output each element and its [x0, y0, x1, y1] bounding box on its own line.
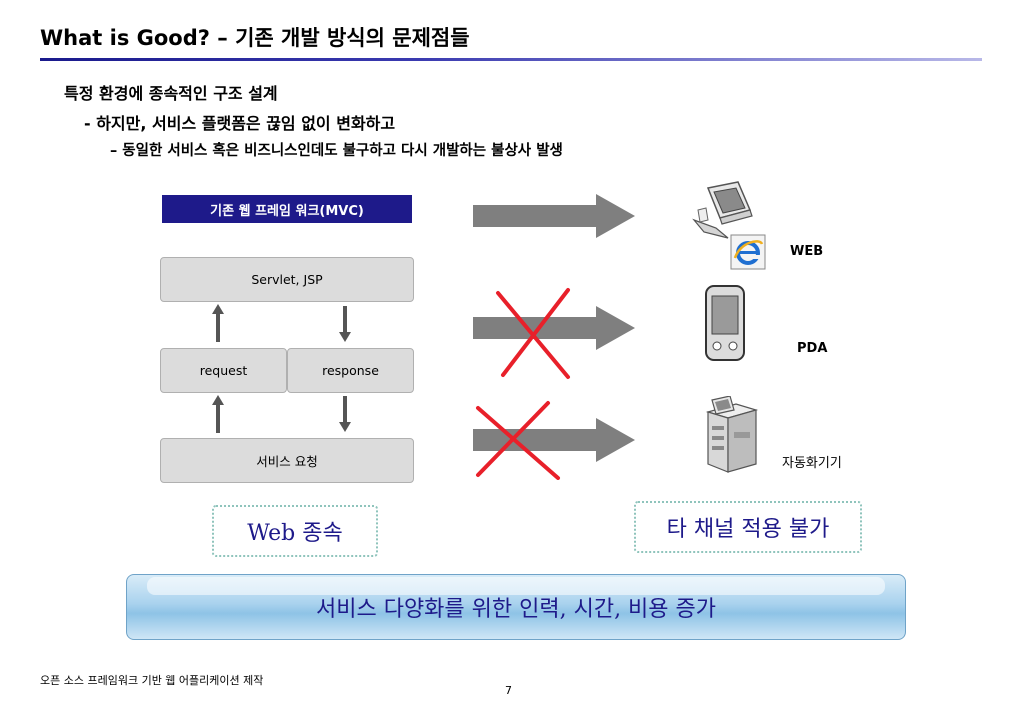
other-channel-not-applicable-label: 타 채널 적용 불가 [634, 501, 862, 553]
web-label: WEB [790, 244, 824, 259]
footer-text: 오픈 소스 프레임워크 기반 웹 어플리케이션 제작 [40, 674, 264, 687]
cost-increase-banner: 서비스 다양화를 위한 인력, 시간, 비용 증가 [126, 574, 906, 640]
web-dependency-label: Web 종속 [212, 505, 378, 557]
service-request-box: 서비스 요청 [160, 438, 414, 483]
red-x-icon [476, 401, 560, 480]
channel-arrows [473, 194, 635, 480]
down-arrow-icon [339, 306, 351, 342]
request-box: request [160, 348, 287, 393]
red-x-icon [496, 288, 570, 379]
pda-icon [705, 285, 745, 361]
bullet-level-1: 특정 환경에 종속적인 구조 설계 [64, 84, 278, 103]
flow-arrows [212, 304, 351, 433]
mvc-header-box: 기존 웹 프레임 워크(MVC) [162, 195, 412, 223]
up-arrow-icon [212, 395, 224, 433]
title-underline [40, 58, 982, 61]
desktop-computer-icon [692, 181, 753, 239]
right-arrow-icon [473, 306, 635, 350]
pda-label: PDA [797, 341, 828, 356]
right-arrow-icon [473, 418, 635, 462]
page-number: 7 [505, 684, 512, 697]
internet-explorer-icon [730, 234, 766, 270]
up-arrow-icon [212, 304, 224, 342]
servlet-jsp-box: Servlet, JSP [160, 257, 414, 302]
atm-label: 자동화기기 [782, 456, 842, 471]
down-arrow-icon [339, 396, 351, 432]
page-title: What is Good? – 기존 개발 방식의 문제점들 [40, 26, 470, 50]
right-arrow-icon [473, 194, 635, 238]
banner-text: 서비스 다양화를 위한 인력, 시간, 비용 증가 [315, 597, 717, 622]
bullet-level-3: – 동일한 서비스 혹은 비즈니스인데도 불구하고 다시 개발하는 불상사 발생 [110, 143, 563, 159]
kiosk-icon [705, 396, 759, 473]
bullet-level-2: - 하지만, 서비스 플랫폼은 끊임 없이 변화하고 [84, 114, 396, 133]
response-box: response [287, 348, 414, 393]
banner-highlight [147, 577, 885, 595]
